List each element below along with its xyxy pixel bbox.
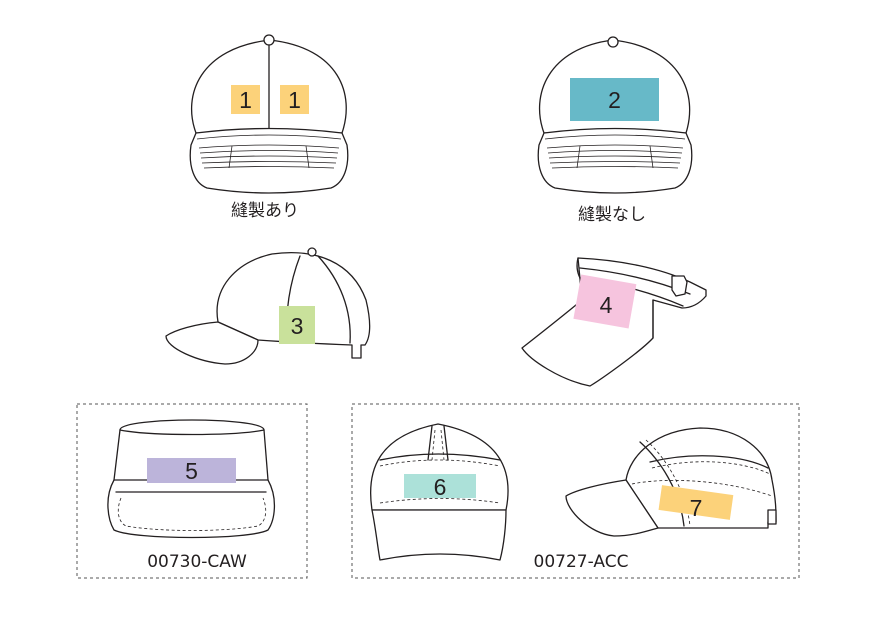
print-area-6 [404, 474, 476, 498]
cap-front-with-seam [189, 34, 349, 194]
caption-model-caw: 00730-CAW [147, 552, 247, 572]
print-area-3-label: 3 [291, 313, 304, 339]
print-area-1-right-label: 1 [288, 87, 301, 113]
print-area-1-left-label: 1 [239, 87, 252, 113]
cap-side-view [165, 247, 371, 365]
print-area-3 [279, 306, 315, 344]
model-acc-frame [351, 403, 800, 579]
print-area-5-label: 5 [185, 458, 198, 484]
print-area-1-right [280, 85, 309, 114]
caption-with-seam: 縫製あり [231, 201, 299, 221]
print-area-6-label: 6 [434, 474, 447, 500]
print-area-4-label: 4 [600, 292, 613, 318]
print-area-7-label: 7 [690, 495, 703, 521]
print-area-5 [147, 458, 236, 483]
model-caw-frame [76, 403, 308, 579]
print-area-4 [573, 274, 637, 329]
print-area-2 [570, 78, 659, 121]
caption-without-seam: 縫製なし [578, 205, 646, 225]
caption-model-acc: 00727-ACC [534, 552, 629, 572]
print-area-2-label: 2 [608, 87, 621, 113]
print-area-7 [658, 485, 734, 520]
cap-acc-side [565, 427, 777, 537]
print-area-1-left [231, 85, 260, 114]
